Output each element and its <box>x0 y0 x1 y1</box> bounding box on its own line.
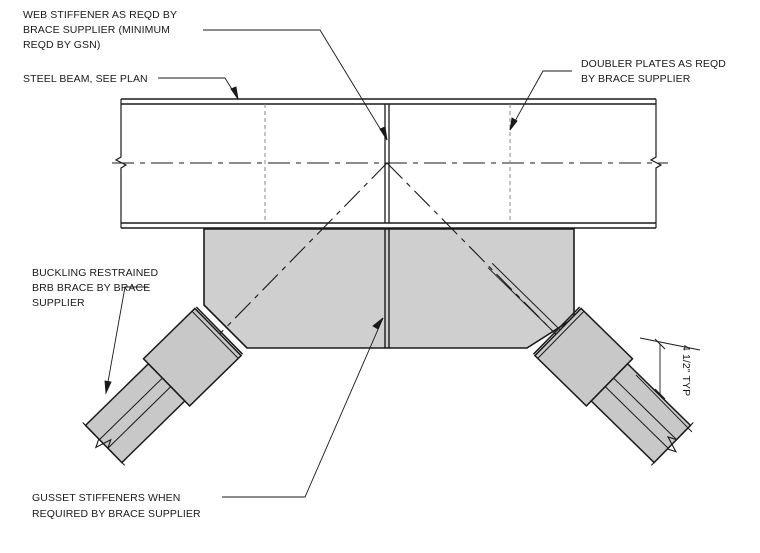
note-gusset-stiffeners: GUSSET STIFFENERS WHEN REQUIRED BY BRACE… <box>32 492 201 520</box>
note-web-stiffener-line-1: WEB STIFFENER AS REQD BY <box>23 9 177 21</box>
steel-beam <box>112 98 668 229</box>
note-web-stiffener: WEB STIFFENER AS REQD BY BRACE SUPPLIER … <box>23 9 177 51</box>
note-brb-line-2: BRB BRACE BY BRACE <box>32 282 150 294</box>
note-web-stiffener-line-3: REQD BY GSN) <box>23 39 100 51</box>
note-doubler-line-1: DOUBLER PLATES AS REQD <box>581 58 726 70</box>
web-stiffener <box>384 104 390 223</box>
note-doubler-line-2: BY BRACE SUPPLIER <box>581 73 691 85</box>
note-brb-brace: BUCKLING RESTRAINED BRB BRACE BY BRACE S… <box>32 267 158 309</box>
note-steel-beam-line-1: STEEL BEAM, SEE PLAN <box>23 73 148 85</box>
note-doubler-plates: DOUBLER PLATES AS REQD BY BRACE SUPPLIER <box>581 58 726 85</box>
note-steel-beam: STEEL BEAM, SEE PLAN <box>23 73 148 85</box>
doubler-plates <box>264 104 511 223</box>
note-brb-line-1: BUCKLING RESTRAINED <box>32 267 158 279</box>
note-brb-line-3: SUPPLIER <box>32 297 85 309</box>
note-gusset-line-2: REQUIRED BY BRACE SUPPLIER <box>32 508 201 520</box>
brb-brace-right <box>487 263 694 466</box>
note-gusset-line-1: GUSSET STIFFENERS WHEN <box>32 492 180 504</box>
brb-brace-left <box>82 306 244 466</box>
leaders <box>104 29 572 498</box>
note-web-stiffener-line-2: BRACE SUPPLIER (MINIMUM <box>23 24 170 36</box>
dimension-4-5-typ: 4 1/2" TYP <box>635 337 701 433</box>
dimension-label: 4 1/2" TYP <box>680 345 692 396</box>
